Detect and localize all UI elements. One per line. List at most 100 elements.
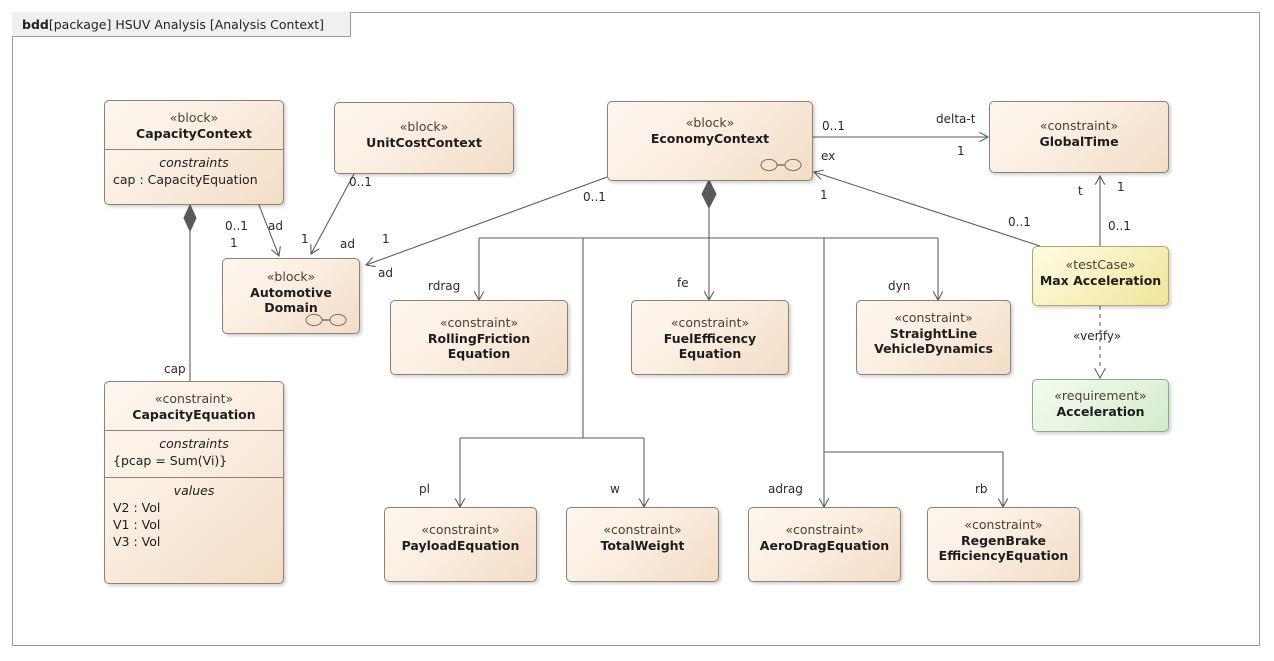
- node-straightline-vehicle-dynamics[interactable]: «constraint» StraightLine VehicleDynamic…: [856, 300, 1011, 375]
- node-name-label: EconomyContext: [650, 130, 770, 146]
- stereotype-label: «constraint»: [894, 310, 973, 325]
- compartment-item: {pcap = Sum(Vi)}: [113, 453, 228, 469]
- stereotype-label: «block»: [685, 115, 735, 130]
- node-header: «block» EconomyContext: [608, 102, 812, 154]
- node-name-label-line2: VehicleDynamics: [874, 341, 993, 357]
- edge-label-dyn-role: dyn: [888, 279, 911, 293]
- node-header: «block» CapacityContext: [105, 101, 283, 149]
- edge-label-ex-target-mult: 1: [820, 188, 828, 202]
- node-name-label: CapacityContext: [136, 125, 252, 141]
- compartment-item: cap : CapacityEquation: [113, 172, 258, 188]
- values-compartment: values V2 : Vol V1 : Vol V3 : Vol: [105, 477, 283, 558]
- edge-label-t-target-mult: 1: [1117, 180, 1125, 194]
- compartment-title: constraints: [159, 155, 229, 171]
- edge-label-pl-role: pl: [419, 482, 430, 496]
- node-header: «constraint» AeroDragEquation: [749, 508, 900, 561]
- stereotype-label: «testCase»: [1065, 257, 1136, 272]
- node-header: «constraint» StraightLine VehicleDynamic…: [857, 301, 1010, 365]
- stereotype-label: «constraint»: [670, 315, 750, 330]
- node-economy-context[interactable]: «block» EconomyContext: [607, 101, 813, 181]
- constraints-compartment: constraints cap : CapacityEquation: [105, 149, 283, 196]
- node-acceleration-requirement[interactable]: «requirement» Acceleration: [1032, 379, 1169, 432]
- edge-label-capctx-ad-source-mult: 0..1: [225, 219, 248, 233]
- node-global-time[interactable]: «constraint» GlobalTime: [989, 101, 1169, 173]
- node-name-label: GlobalTime: [1039, 133, 1119, 149]
- edge-label-capctx-ad-target-mult: 1: [230, 236, 238, 250]
- node-header: «constraint» CapacityEquation: [105, 382, 283, 430]
- node-header: «block» Automotive Domain: [223, 259, 359, 324]
- node-capacity-context[interactable]: «block» CapacityContext constraints cap …: [104, 100, 284, 205]
- edge-label-econ-ad-source-mult: 0..1: [583, 190, 606, 204]
- node-name-label: Acceleration: [1056, 403, 1145, 419]
- compartment-item: V1 : Vol: [113, 517, 161, 532]
- edge-label-verify-stereotype: «verify»: [1073, 329, 1122, 343]
- edge-label-econ-ad-role: ad: [378, 266, 393, 280]
- edge-label-rdrag-role: rdrag: [428, 279, 461, 293]
- node-name-label: PayloadEquation: [401, 537, 520, 553]
- stereotype-label: «constraint»: [603, 522, 682, 537]
- edge-label-adrag-role: adrag: [768, 482, 803, 496]
- edge-label-rb-role: rb: [975, 482, 988, 496]
- node-header: «constraint» FuelEfficency Equation: [632, 301, 788, 370]
- stereotype-label: «constraint»: [964, 517, 1043, 532]
- node-name-label: FuelEfficency Equation: [663, 330, 757, 362]
- diagram-scope-label: [package] HSUV Analysis [Analysis Contex…: [48, 16, 325, 32]
- edge-label-t-role: t: [1078, 184, 1083, 198]
- node-regen-brake-efficiency-equation[interactable]: «constraint» RegenBrake EfficiencyEquati…: [927, 507, 1080, 582]
- compartment-item: V2 : Vol: [113, 500, 161, 516]
- stereotype-label: «constraint»: [785, 522, 864, 537]
- node-name-label: TotalWeight: [600, 537, 685, 553]
- node-name-label: StraightLine: [889, 325, 978, 341]
- compartment-title: constraints: [159, 436, 229, 452]
- edge-label-delta-t-target-mult: 1: [957, 144, 965, 158]
- stereotype-label: «block»: [399, 119, 449, 134]
- node-name-label-line2: EfficiencyEquation: [938, 548, 1069, 564]
- edge-label-fe-role: fe: [677, 276, 689, 290]
- node-header: «constraint» RegenBrake EfficiencyEquati…: [928, 508, 1079, 572]
- node-aero-drag-equation[interactable]: «constraint» AeroDragEquation: [748, 507, 901, 582]
- node-header: «requirement» Acceleration: [1033, 380, 1168, 427]
- node-name-label: UnitCostContext: [366, 134, 482, 150]
- node-automotive-domain[interactable]: «block» Automotive Domain: [222, 258, 360, 334]
- edge-label-cap-role: cap: [164, 362, 186, 376]
- diagram-kind-label: bdd: [22, 16, 49, 32]
- edge-label-t-source-mult: 0..1: [1108, 219, 1131, 233]
- node-header: «testCase» Max Acceleration: [1033, 247, 1168, 296]
- node-name-label: CapacityEquation: [132, 406, 256, 422]
- edge-label-capctx-ad-role: ad: [268, 219, 283, 233]
- node-header: «constraint» GlobalTime: [990, 102, 1168, 157]
- compartment-title: values: [173, 483, 215, 499]
- stereotype-label: «constraint»: [154, 391, 234, 406]
- stereotype-label: «constraint»: [439, 315, 519, 330]
- node-header: «constraint» PayloadEquation: [385, 508, 536, 561]
- node-capacity-equation[interactable]: «constraint» CapacityEquation constraint…: [104, 381, 284, 584]
- edge-label-ex-role: ex: [821, 149, 836, 163]
- stereotype-label: «constraint»: [421, 522, 500, 537]
- node-header: «constraint» TotalWeight: [567, 508, 718, 561]
- edge-label-unitcost-multiplicity: 0..1: [349, 175, 372, 189]
- edge-label-unitcost-ad-mult: 1: [301, 232, 309, 246]
- edge-label-delta-t-role: delta-t: [936, 112, 976, 126]
- edge-label-econ-ad-target-mult: 1: [382, 232, 390, 246]
- stereotype-label: «constraint»: [1039, 118, 1119, 133]
- constraints-compartment: constraints {pcap = Sum(Vi)}: [105, 430, 283, 477]
- edge-label-delta-t-source-mult: 0..1: [822, 119, 845, 133]
- node-name-label: Max Acceleration: [1039, 272, 1162, 288]
- node-fuel-efficency-equation[interactable]: «constraint» FuelEfficency Equation: [631, 300, 789, 375]
- node-unit-cost-context[interactable]: «block» UnitCostContext: [334, 102, 514, 174]
- compartment-item: V3 : Vol: [113, 533, 161, 549]
- node-name-label: RegenBrake: [960, 532, 1046, 548]
- node-name-label: RollingFriction Equation: [427, 330, 531, 362]
- node-total-weight[interactable]: «constraint» TotalWeight: [566, 507, 719, 582]
- node-rolling-friction-equation[interactable]: «constraint» RollingFriction Equation: [390, 300, 568, 375]
- edge-label-w-role: w: [610, 482, 620, 496]
- stereotype-label: «block»: [169, 110, 219, 125]
- node-max-acceleration[interactable]: «testCase» Max Acceleration: [1032, 246, 1169, 306]
- stereotype-label: «requirement»: [1054, 388, 1147, 403]
- node-header: «block» UnitCostContext: [335, 103, 513, 158]
- constraint-block-icon: [760, 158, 802, 172]
- stereotype-label: «block»: [266, 269, 316, 284]
- diagram-header-tab: bdd[package] HSUV Analysis [Analysis Con…: [12, 12, 352, 37]
- node-payload-equation[interactable]: «constraint» PayloadEquation: [384, 507, 537, 582]
